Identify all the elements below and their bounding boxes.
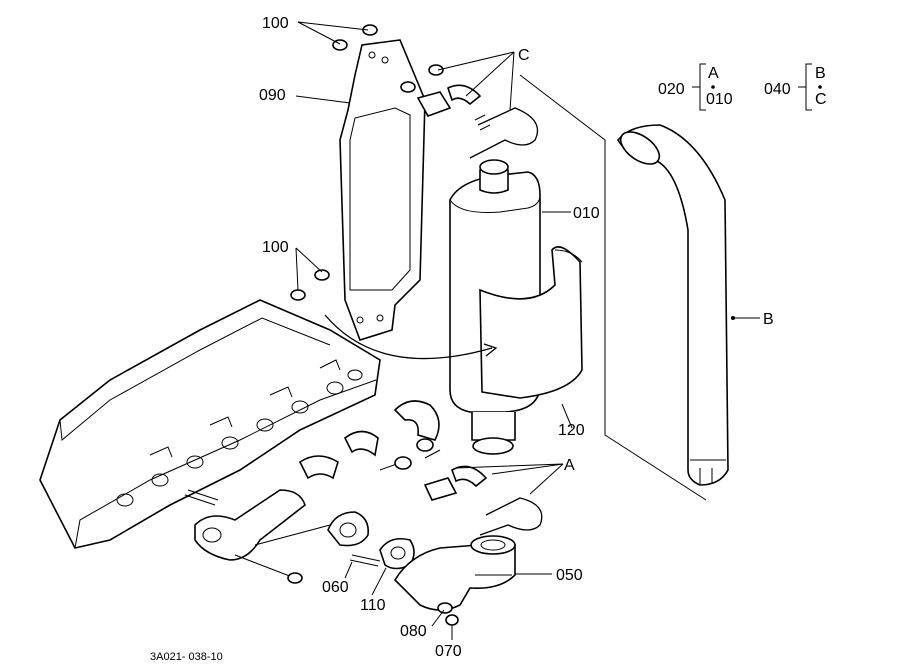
label-010: 010	[573, 205, 600, 222]
legend-040-code: 040	[764, 81, 791, 98]
label-050: 050	[556, 567, 583, 584]
label-a-mid: A	[564, 457, 575, 474]
label-c-top: C	[518, 47, 530, 64]
legend-020-bottom: 010	[706, 91, 733, 108]
upper-clamp	[416, 84, 539, 159]
heat-shield-090	[339, 39, 426, 341]
gasket-110	[327, 511, 415, 570]
manifold-ports	[116, 359, 363, 507]
legend-group-040: 040 B C	[764, 63, 827, 111]
label-120: 120	[558, 422, 585, 439]
label-110: 110	[360, 597, 386, 614]
legend-040-bottom: C	[815, 91, 827, 108]
legend-group-020: 020 A 010	[658, 63, 733, 111]
legend-020-top: A	[708, 65, 719, 82]
label-100-mid: 100	[262, 239, 289, 256]
guide-lines	[324, 74, 707, 501]
label-090: 090	[259, 87, 286, 104]
label-060: 060	[322, 579, 349, 596]
label-b-right: B	[763, 311, 774, 328]
shield-120	[479, 246, 583, 399]
engine-block	[39, 299, 381, 549]
label-080: 080	[400, 623, 427, 640]
leader-lines	[295, 21, 760, 640]
drawing-code: 3A021- 038-10	[150, 651, 223, 663]
tail-pipe	[617, 124, 729, 486]
studs	[184, 489, 459, 626]
legend-020-code: 020	[658, 81, 685, 98]
elbow-050	[393, 535, 516, 611]
legend-040-top: B	[815, 65, 826, 82]
label-100-top: 100	[262, 15, 289, 32]
manifold-branches	[194, 400, 440, 581]
label-070: 070	[435, 643, 462, 660]
lower-clamp	[394, 438, 543, 536]
